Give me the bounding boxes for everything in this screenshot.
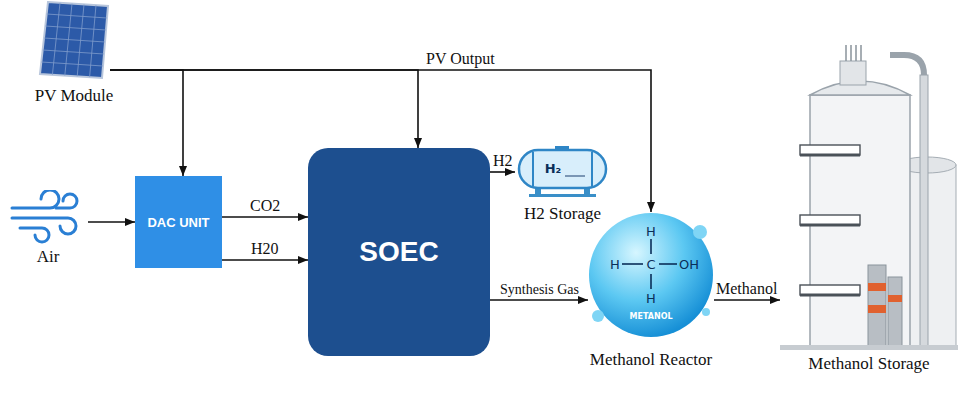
flow-arrow [222, 216, 308, 218]
flow-label: Methanol [716, 280, 777, 298]
atom-symbol: H [610, 257, 620, 272]
methanol-storage-art [780, 15, 958, 350]
air-source: Air [8, 190, 88, 245]
box-title: DAC UNIT [147, 215, 209, 230]
atom-symbol: H [646, 291, 656, 306]
sphere-caption: METANOL [629, 312, 672, 321]
flow-arrow [714, 299, 780, 301]
flow-arrow [490, 299, 588, 301]
hydrogen-tank-art [515, 146, 610, 198]
flow-arrow [88, 221, 135, 223]
node-label: Methanol Reactor [590, 350, 712, 370]
flow-label: H2 [493, 152, 513, 170]
hydrogen-storage: H₂H2 Storage [515, 146, 610, 198]
flow-label: CO2 [250, 197, 280, 215]
flow-arrow [222, 259, 308, 261]
flow-label: PV Output [426, 50, 495, 68]
pv-module: PV Module [38, 0, 110, 80]
soec-box: SOEC [308, 148, 490, 356]
node-label: PV Module [35, 86, 114, 106]
flow-arrow [490, 171, 515, 173]
air-symbol [8, 190, 88, 245]
dac-unit-box: DAC UNIT [135, 176, 222, 268]
atom-symbol: OH [679, 257, 699, 272]
box-title: SOEC [359, 236, 438, 268]
flow-label: H20 [251, 240, 279, 258]
methanol-reactor: HHCOHHMETANOLMethanol Reactor [588, 212, 714, 338]
pv-panel-art [38, 0, 110, 80]
atom-symbol: H [646, 224, 656, 239]
flow-arrow [110, 70, 183, 176]
node-label: H2 Storage [524, 204, 601, 224]
node-label: Methanol Storage [808, 354, 929, 374]
atom-symbol: C [646, 257, 655, 272]
methanol-storage: Methanol Storage [780, 15, 958, 350]
flow-arrow [110, 70, 418, 148]
tank-mark: H₂ [545, 161, 562, 176]
flow-label: Synthesis Gas [500, 282, 579, 298]
node-label: Air [37, 247, 60, 267]
